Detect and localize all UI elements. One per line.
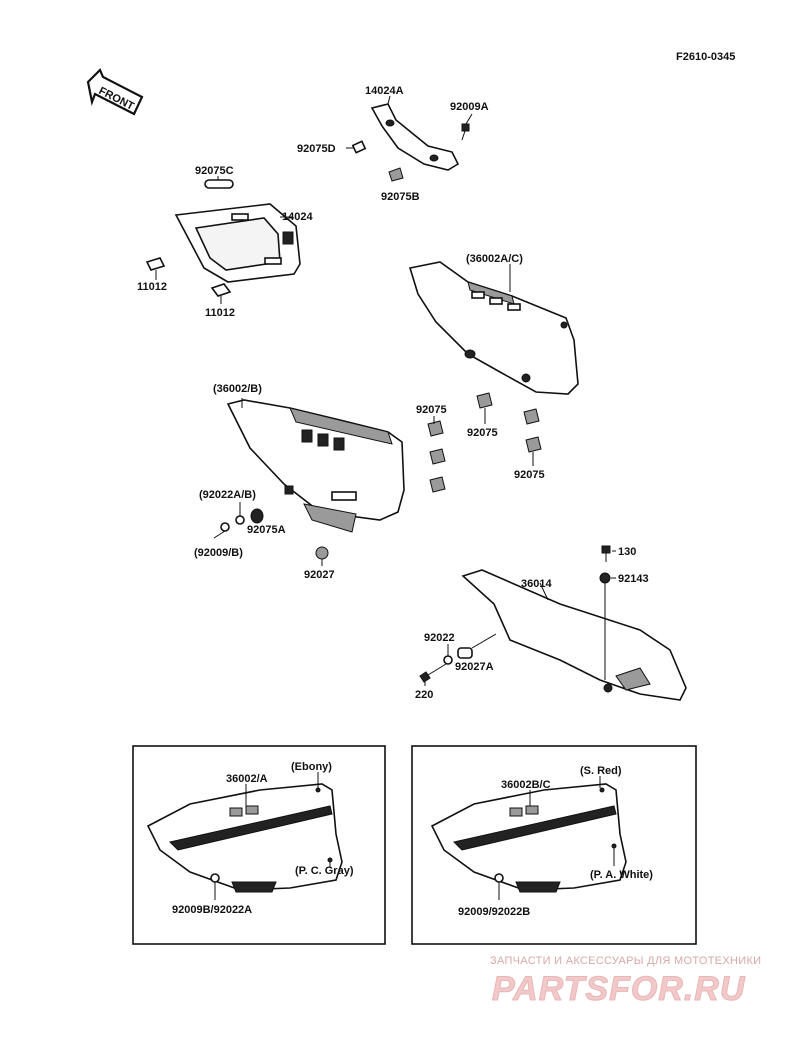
label-92027: 92027 bbox=[304, 569, 335, 581]
grommet-92075B bbox=[388, 167, 404, 182]
label-92075C: 92075C bbox=[195, 165, 234, 177]
inset-left-fasteners: 92009B/92022A bbox=[172, 904, 252, 916]
clip-11012-b bbox=[210, 283, 232, 304]
fasteners-92022AB bbox=[213, 502, 264, 539]
collar-92027A bbox=[457, 633, 497, 659]
label-92075-c: 92075 bbox=[416, 404, 447, 416]
label-92009B: (92009/B) bbox=[194, 547, 243, 559]
inset-left-color-top: (Ebony) bbox=[291, 761, 332, 773]
label-92027A: 92027A bbox=[455, 661, 494, 673]
grommet-92075C bbox=[204, 176, 234, 189]
side-cover-36002B bbox=[226, 398, 405, 533]
front-arrow-icon: FRONT bbox=[86, 68, 144, 116]
label-92022AB: (92022A/B) bbox=[199, 489, 256, 501]
watermark-brand: PARTSFOR.RU bbox=[492, 970, 746, 1008]
label-220: 220 bbox=[415, 689, 433, 701]
nut-92143 bbox=[599, 572, 616, 680]
washer-92022 bbox=[443, 644, 453, 665]
clip-11012-a bbox=[145, 257, 166, 280]
grommet-92027 bbox=[315, 546, 329, 566]
bolt-130 bbox=[601, 545, 616, 562]
inset-left-color-bottom: (P. C. Gray) bbox=[295, 865, 354, 877]
label-92009A: 92009A bbox=[450, 101, 489, 113]
chain-cover-36014 bbox=[461, 569, 687, 701]
label-92075D: 92075D bbox=[297, 143, 336, 155]
label-36002AC: (36002A/C) bbox=[466, 253, 523, 265]
label-130: 130 bbox=[618, 546, 636, 558]
label-14024A: 14024A bbox=[365, 85, 404, 97]
inset-left bbox=[132, 745, 386, 945]
diagram-code: F2610-0345 bbox=[676, 51, 735, 63]
label-92075A: 92075A bbox=[247, 524, 286, 536]
inset-right-fasteners: 92009/92022B bbox=[458, 906, 530, 918]
label-92143: 92143 bbox=[618, 573, 649, 585]
bracket-14024A bbox=[370, 95, 460, 171]
grommet-92075-b bbox=[523, 408, 542, 466]
grommet-92075-a bbox=[476, 392, 493, 424]
inset-left-part: 36002/A bbox=[226, 773, 268, 785]
label-92075-a: 92075 bbox=[467, 427, 498, 439]
inset-right-part: 36002B/C bbox=[501, 779, 551, 791]
inset-right bbox=[411, 745, 697, 945]
bolt-92009A bbox=[461, 113, 473, 141]
side-cover-36002AC bbox=[408, 261, 579, 395]
bolt-220 bbox=[419, 663, 447, 686]
label-92075B: 92075B bbox=[381, 191, 420, 203]
cover-14024 bbox=[174, 203, 301, 283]
label-14024: 14024 bbox=[282, 211, 313, 223]
label-11012-a: 11012 bbox=[137, 281, 167, 293]
inset-right-color-bottom: (P. A. White) bbox=[590, 869, 653, 881]
label-92022: 92022 bbox=[424, 632, 455, 644]
grommet-92075-c bbox=[427, 416, 446, 493]
watermark-tagline: ЗАПЧАСТИ И АКСЕССУАРЫ ДЛЯ МОТОТЕХНИКИ bbox=[490, 955, 761, 967]
inset-right-color-top: (S. Red) bbox=[580, 765, 622, 777]
label-36002B: (36002/B) bbox=[213, 383, 262, 395]
label-36014: 36014 bbox=[521, 578, 552, 590]
grommet-92075D bbox=[346, 140, 367, 154]
label-92075-b: 92075 bbox=[514, 469, 545, 481]
label-11012-b: 11012 bbox=[205, 307, 235, 319]
